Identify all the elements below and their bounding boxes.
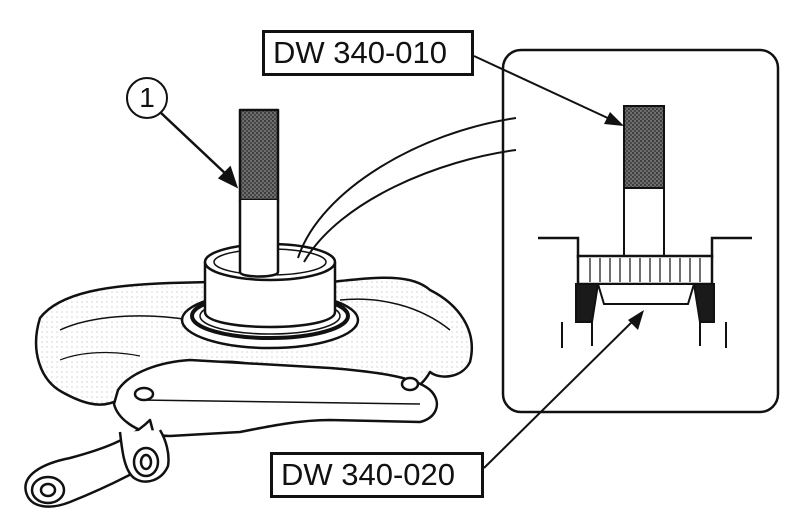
inset-shaft-top [623,105,665,189]
detail-inset [501,48,780,414]
tool-shaft-handle [238,108,280,202]
tool-label-dw-340-010: DW 340-010 [262,30,474,76]
callout-1: 1 [126,77,168,119]
steering-knuckle [24,108,473,508]
inset-bearing [576,254,714,286]
leader-lines [297,55,637,469]
inset-ring-tool [596,283,696,305]
tool-label-dw-340-020: DW 340-020 [270,452,484,498]
arrow-bottom [628,310,644,330]
inset-section-right [692,283,715,323]
arrowheads [604,112,644,330]
inset-shaft-lower [623,187,665,257]
arrow-top [604,112,624,126]
inset-housing [538,236,752,258]
tool-shaft-lower [238,200,280,278]
callout-1-leader [159,111,239,189]
